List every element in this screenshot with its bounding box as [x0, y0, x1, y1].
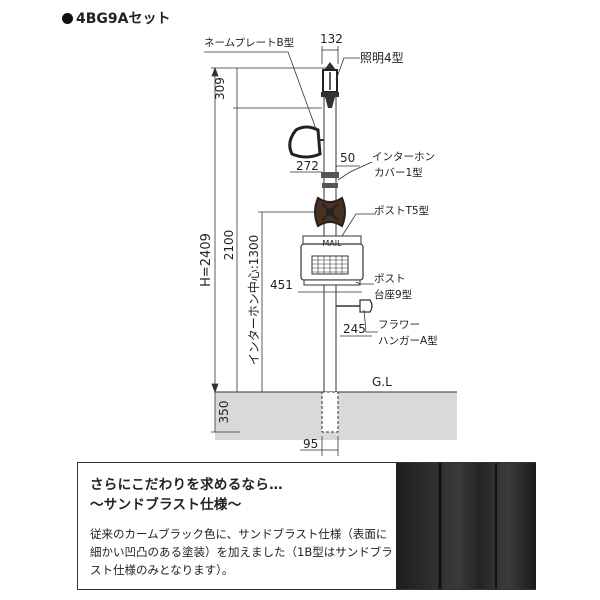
set-title-text: 4BG9Aセット	[76, 11, 171, 27]
post-base	[303, 279, 361, 286]
nameplate-b	[288, 125, 324, 159]
gl-label: G.L	[372, 375, 392, 389]
dim-50: 50	[340, 151, 355, 165]
dim-95: 95	[303, 437, 318, 451]
dim-350: 350	[217, 401, 231, 424]
flower-hanger-label-1: フラワー	[378, 319, 420, 331]
intercom-cover-label-2: カバー1型	[374, 166, 423, 179]
flower-hanger	[336, 299, 373, 313]
info-heading-2: ～サンドブラスト仕様～	[90, 497, 242, 513]
post-t5	[300, 235, 364, 281]
dim-272: 272	[296, 159, 319, 173]
pole-buried	[321, 391, 339, 433]
post-base-label-2: 台座9型	[374, 288, 412, 301]
bullet-dot-icon	[62, 13, 73, 24]
intercom-cover-label-1: インターホン	[372, 151, 435, 163]
info-body: 従来のカームブラック色に、サンドブラスト仕様（表面に細かい凹凸のある塗装）を加え…	[90, 527, 393, 577]
post-t5-label: ポストT5型	[374, 204, 429, 217]
lighting-fixture	[321, 62, 339, 108]
lighting-label: 照明4型	[360, 51, 404, 65]
nameplate-label: ネームプレートB型	[204, 36, 294, 49]
sandblast-swatch	[396, 463, 536, 589]
flower-hanger-label-2: ハンガーA型	[378, 334, 438, 347]
pole-collar	[321, 172, 339, 178]
info-heading-1: さらにこだわりを求めるなら…	[90, 477, 283, 493]
intercom-center: インターホン中心:1300	[246, 235, 261, 366]
dim-451: 451	[270, 278, 293, 292]
dim-132: 132	[320, 32, 343, 46]
pole-collar	[322, 183, 338, 188]
set-title: 4BG9Aセット	[62, 8, 170, 28]
dim-2100: 2100	[222, 230, 236, 261]
dim-309: 309	[213, 77, 227, 100]
dim-245: 245	[343, 322, 366, 336]
dimension-lines	[204, 46, 378, 456]
sandblast-info-box: さらにこだわりを求めるなら… ～サンドブラスト仕様～ 従来のカームブラック色に、…	[77, 462, 536, 590]
mail-label: MAIL	[322, 239, 342, 248]
product-diagram: MAIL	[199, 32, 457, 456]
intercom-cover	[314, 196, 346, 228]
post-base-label-1: ポスト	[374, 273, 406, 285]
height-total: H=2409	[199, 233, 214, 287]
